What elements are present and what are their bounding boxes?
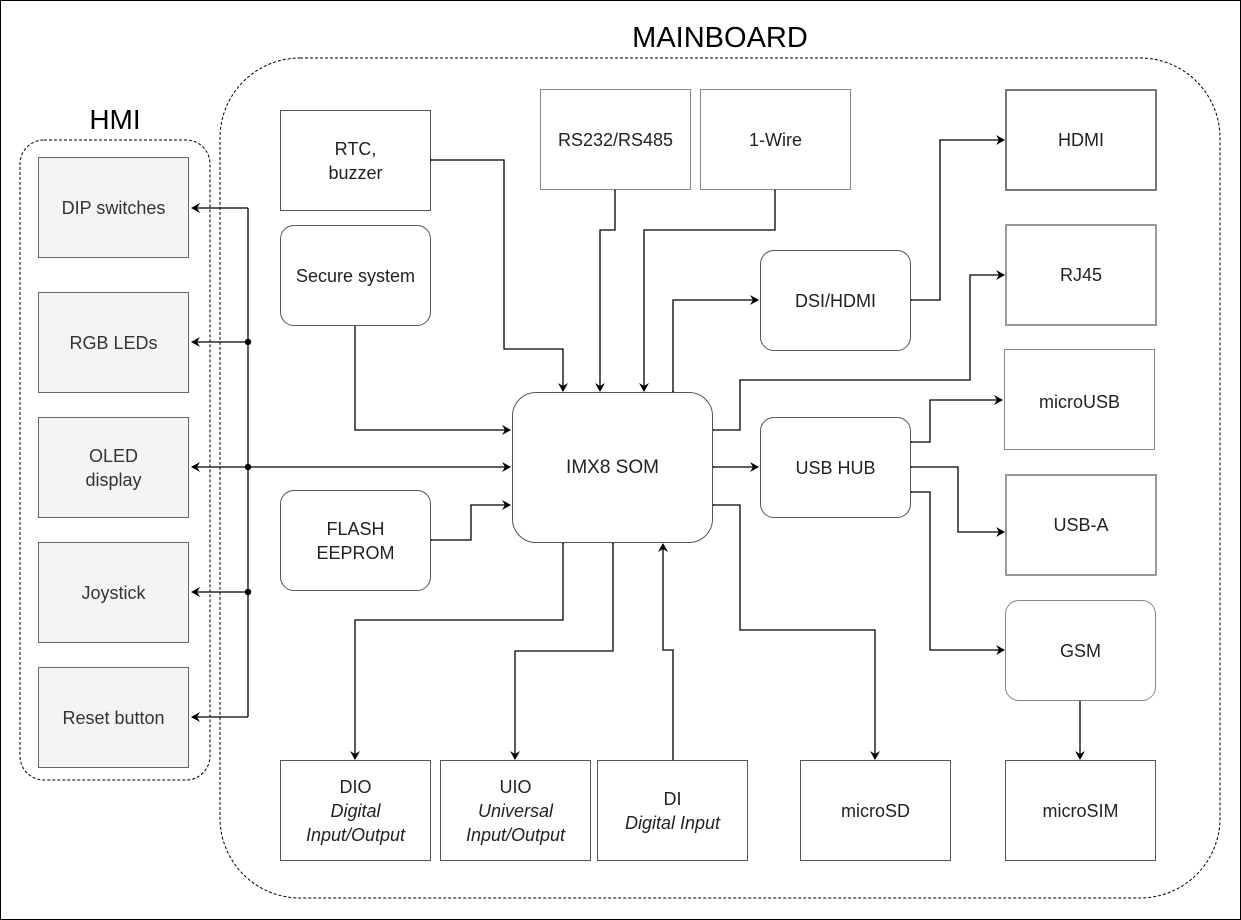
block-label: 1-Wire (749, 129, 802, 150)
block-label: microUSB (1038, 392, 1120, 412)
block-label: UIO (499, 776, 532, 797)
link-microsd (706, 500, 880, 760)
link-secure (350, 318, 511, 435)
junction-dot (244, 463, 252, 471)
block-label-2: EEPROM (316, 542, 395, 563)
block-sublabel: Digital (330, 800, 381, 821)
block-usb-hub[interactable]: USB HUB (760, 417, 911, 518)
block-label: FLASH (326, 518, 385, 539)
block-gsm[interactable]: GSM (1005, 600, 1156, 701)
block-label-2: buzzer (328, 162, 383, 183)
block-label: USB HUB (795, 457, 876, 478)
hmi-group-outline (19, 139, 211, 781)
block-label: Joystick (81, 582, 146, 603)
block-label: OLED display (85, 445, 142, 490)
block-label: RTC, (334, 138, 377, 159)
block-label: DIO (339, 776, 372, 797)
block-microsd[interactable]: microSD (800, 760, 951, 861)
hmi-block-oled-display[interactable]: OLED display (38, 417, 189, 518)
block-rs232-rs485[interactable]: RS232/RS485 (540, 89, 691, 190)
block-uio[interactable]: UIO Universal Input/Output (440, 760, 591, 861)
block-label: microSIM (1042, 800, 1119, 821)
link-hdmi (904, 135, 1005, 305)
hmi-block-rgb-leds[interactable]: RGB LEDs (38, 292, 189, 393)
link-rj45 (706, 270, 1005, 435)
block-di[interactable]: DI Digital Input (597, 760, 748, 861)
block-dsi-hdmi[interactable]: DSI/HDMI (760, 250, 911, 351)
block-label: IMX8 SOM (566, 456, 659, 478)
block-hdmi[interactable]: HDMI (1005, 89, 1157, 191)
block-label: DI (663, 788, 682, 809)
block-label: DSI/HDMI (795, 290, 876, 311)
block-flash-eeprom[interactable]: FLASH EEPROM (280, 490, 431, 591)
block-sublabel: Universal (477, 800, 554, 821)
link-microusb (904, 395, 1003, 447)
block-label: USB-A (1053, 515, 1109, 535)
link-uio (510, 536, 618, 760)
hmi-block-dip-switches[interactable]: DIP switches (38, 157, 189, 258)
mainboard-title: MAINBOARD (632, 22, 808, 54)
block-microusb[interactable]: microUSB (1004, 349, 1155, 450)
link-usba (904, 462, 1005, 537)
link-rs232 (595, 183, 620, 392)
block-label: RJ45 (1059, 265, 1103, 285)
block-sublabel-2: Input/Output (305, 824, 406, 845)
block-dio[interactable]: DIO Digital Input/Output (280, 760, 431, 861)
link-dsihdmi (668, 295, 759, 399)
hmi-block-joystick[interactable]: Joystick (38, 542, 189, 643)
block-1-wire[interactable]: 1-Wire (700, 89, 851, 190)
block-label: RGB LEDs (69, 332, 158, 353)
link-rtc (424, 155, 568, 392)
block-label: microSD (840, 800, 910, 821)
junction-dot (244, 588, 252, 596)
block-label: DIP switches (61, 197, 166, 218)
link-onewire (639, 183, 780, 392)
mainboard-group-outline (219, 57, 1221, 899)
block-label: RS232/RS485 (557, 129, 674, 150)
block-sublabel: Digital Input (624, 812, 721, 833)
block-label: HDMI (1058, 130, 1104, 150)
link-gsm (904, 487, 1005, 655)
link-di (658, 543, 674, 760)
link-flash (424, 500, 511, 545)
block-label: GSM (1059, 640, 1101, 661)
hmi-block-reset-button[interactable]: Reset button (38, 667, 189, 768)
block-secure-system[interactable]: Secure system (280, 225, 431, 326)
junction-dot (244, 338, 252, 346)
block-usb-a[interactable]: USB-A (1005, 474, 1157, 576)
block-imx8-som[interactable]: IMX8 SOM (512, 392, 713, 543)
block-rtc-buzzer[interactable]: RTC, buzzer (280, 110, 431, 211)
block-rj45[interactable]: RJ45 (1005, 224, 1157, 326)
hmi-title: HMI (89, 104, 141, 135)
block-microsim[interactable]: microSIM (1005, 760, 1156, 861)
block-label: Secure system (295, 265, 416, 286)
block-label: Reset button (62, 707, 165, 728)
block-sublabel-2: Input/Output (465, 824, 566, 845)
